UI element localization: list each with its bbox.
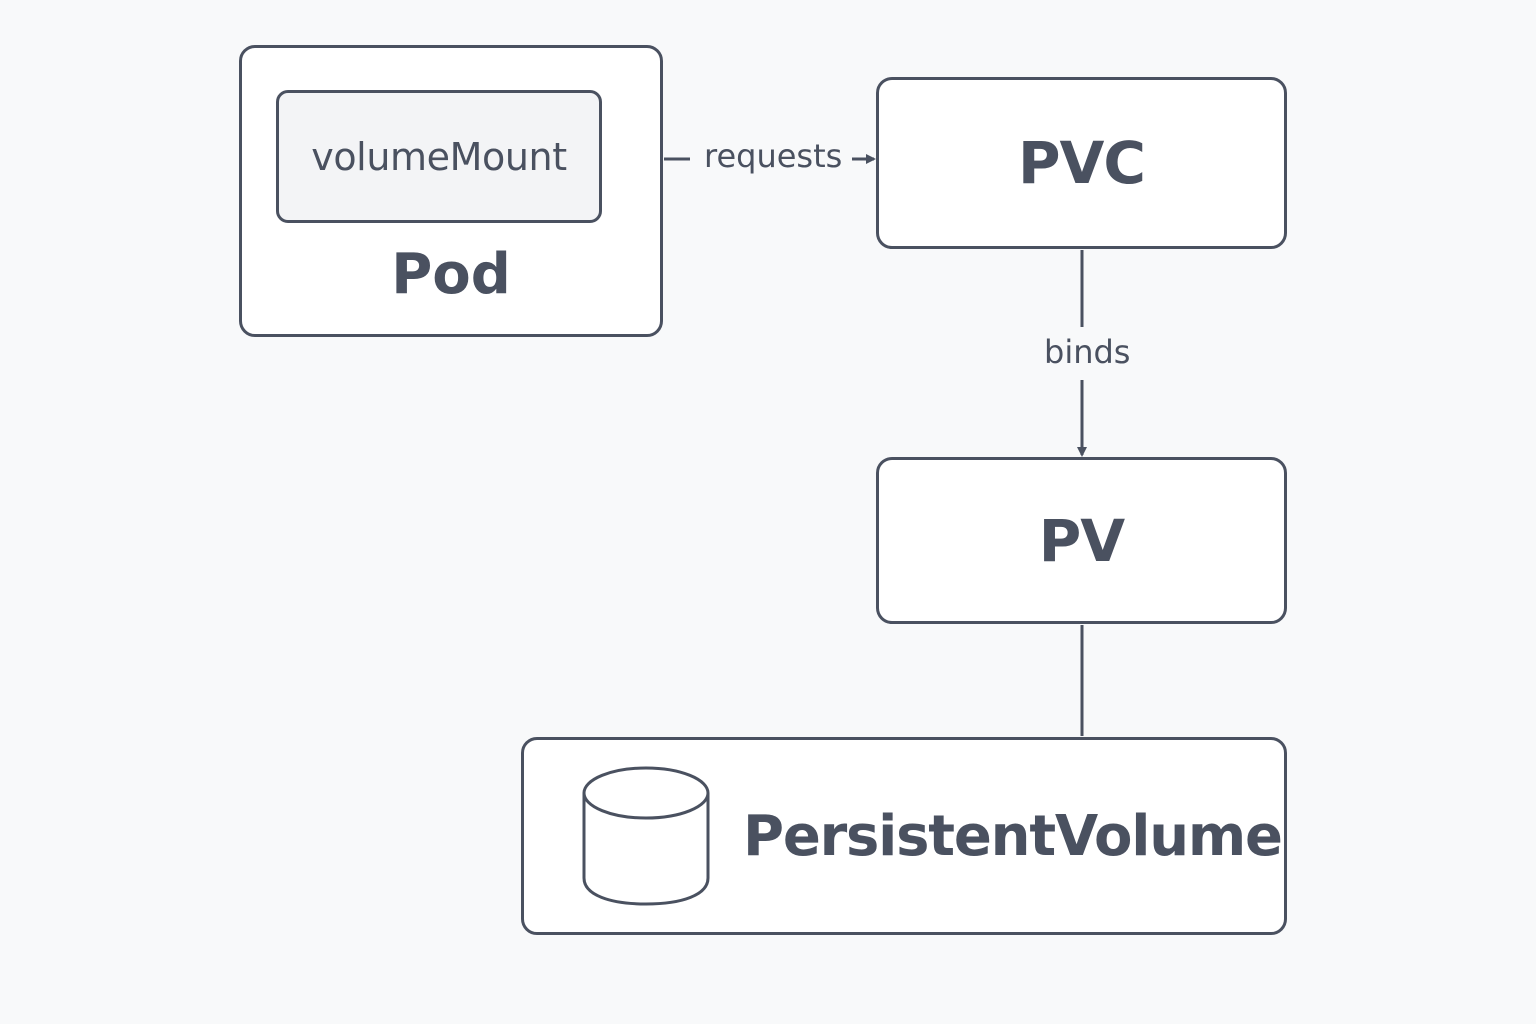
pvc-node: [876, 77, 1287, 249]
pv-node: [876, 457, 1287, 624]
volume-mount-node: [276, 90, 602, 223]
pod-label: Pod: [391, 242, 511, 307]
persistent-volume-label: PersistentVolume: [743, 804, 1283, 869]
database-cylinder-icon: [582, 766, 710, 906]
pvc-label: PVC: [1018, 129, 1146, 197]
pv-label: PV: [1038, 506, 1125, 575]
requests-edge-label: requests: [702, 136, 845, 176]
volume-mount-label: volumeMount: [311, 134, 567, 179]
binds-edge-label: binds: [1040, 332, 1135, 372]
